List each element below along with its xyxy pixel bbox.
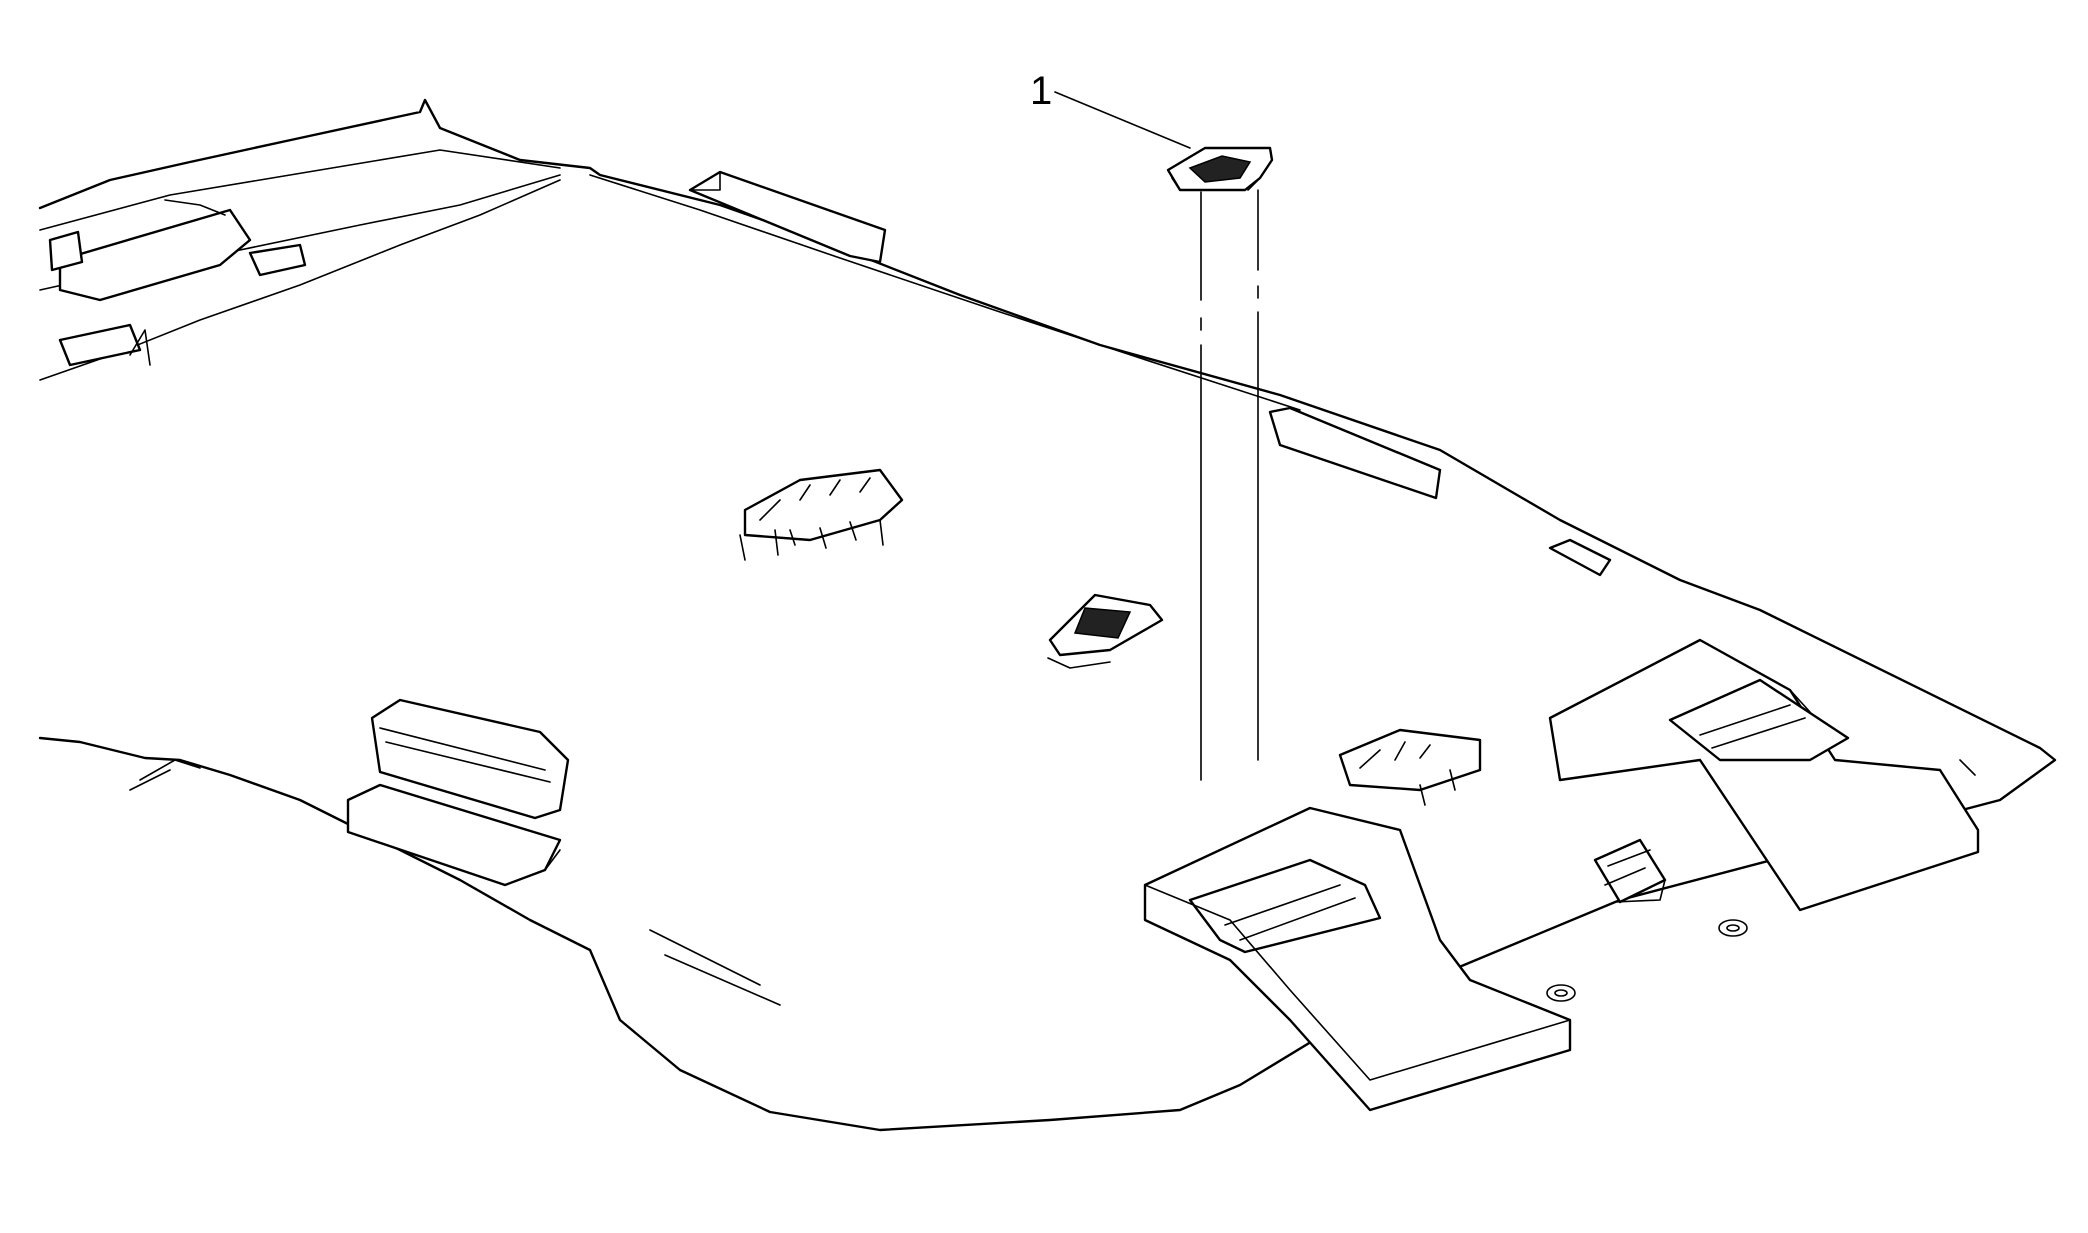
module-component bbox=[1166, 146, 1274, 192]
front-console-bracket bbox=[48, 230, 84, 272]
sunshade-block-right bbox=[1548, 538, 1612, 577]
sunshade-block-center bbox=[1268, 406, 1442, 500]
headliner-outline bbox=[38, 98, 2057, 1132]
front-console-tab bbox=[58, 323, 142, 367]
install-guide-lines bbox=[1200, 189, 1259, 781]
sunshade-block-left-top bbox=[689, 171, 721, 191]
callout-number: 1 bbox=[1030, 69, 1052, 113]
dome-lamp-center bbox=[739, 468, 904, 561]
fastener-holes bbox=[1546, 919, 1748, 1002]
left-edge-flap bbox=[129, 759, 201, 791]
front-edge-inner-line bbox=[589, 174, 1301, 411]
rear-right-handle-pod bbox=[1548, 638, 1980, 912]
left-sunvisor bbox=[346, 698, 570, 887]
callout-leader-line bbox=[1054, 91, 1191, 149]
left-edge-inner-line bbox=[649, 929, 781, 1006]
rear-dome-lamp bbox=[1338, 728, 1482, 806]
reading-lamp-module bbox=[1047, 593, 1164, 669]
front-console-wires bbox=[129, 199, 226, 366]
sunshade-block-left bbox=[688, 170, 887, 264]
rear-left-handle-pod bbox=[1143, 806, 1572, 1112]
front-console bbox=[58, 208, 252, 302]
rear-switch bbox=[1593, 838, 1667, 904]
front-console-clip bbox=[248, 243, 307, 277]
